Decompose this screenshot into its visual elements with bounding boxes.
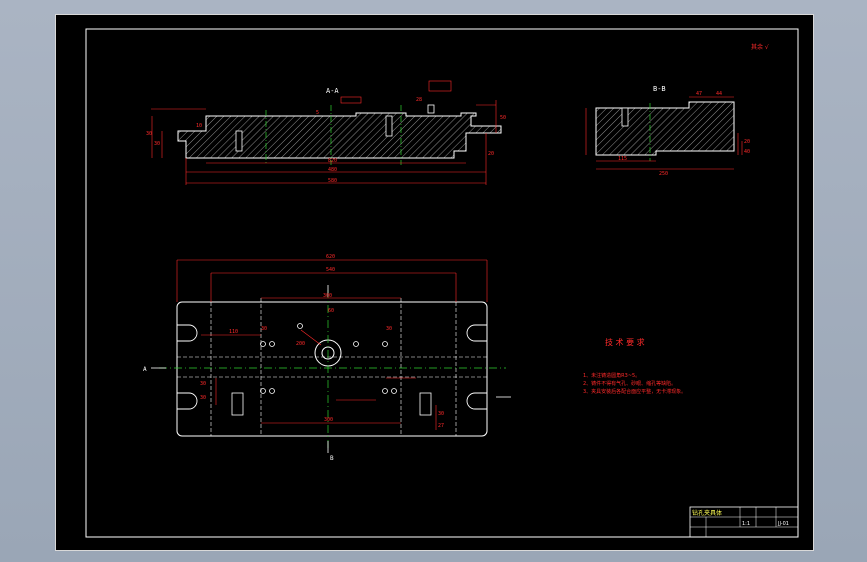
side-section-body — [595, 101, 735, 156]
tech-item-2: 2、铸件不得有气孔、砂眼、缩孔等缺陷。 — [583, 380, 676, 387]
dim-side-bottom-1: 115 — [618, 156, 627, 162]
tech-title: 技 术 要 求 — [605, 337, 645, 347]
side-slot — [621, 107, 629, 127]
dim-side-bottom-2: 250 — [659, 171, 668, 177]
dim-side-right-2: 40 — [744, 149, 750, 155]
drawing-frame — [85, 28, 799, 538]
tech-item-1: 1、未注铸造圆角R3~5。 — [583, 372, 640, 379]
title-block-name: 钻孔夹具体 — [692, 509, 722, 517]
dim-plan-side-3: 30 — [438, 411, 444, 417]
bolt-slot-right — [385, 115, 393, 137]
u-slot-top-right — [466, 324, 487, 342]
dim-plan-side-2: 30 — [200, 395, 206, 401]
roughness-note: 其余 √ — [751, 43, 769, 51]
dim-plan-inner-4: 30 — [386, 326, 392, 332]
front-section-body — [177, 112, 502, 159]
u-slot-top-left — [177, 324, 198, 342]
dim-front-bottom-3: 580 — [328, 178, 337, 184]
dim-plan-inner-6: 300 — [324, 417, 333, 423]
title-block-code: JJ-01 — [777, 521, 789, 527]
section-a-label: A-A — [326, 87, 339, 95]
dim-side-top-2: 44 — [716, 91, 722, 97]
tech-item-3: 3、夹具安装后各配合面应平整，无卡滞现象。 — [583, 388, 686, 395]
dim-front-bottom-1: 820 — [328, 158, 337, 164]
dim-plan-top-2: 540 — [326, 267, 335, 273]
title-block: 钻孔夹具体 1:1 JJ-01 — [689, 506, 799, 538]
u-slot-bottom-right — [466, 392, 487, 410]
dim-front-bottom-2: 480 — [328, 167, 337, 173]
dim-plan-inner-1: 60 — [328, 308, 334, 314]
dim-side-right-1: 20 — [744, 139, 750, 145]
plan-view: A B 620 540 300 — [143, 254, 511, 462]
dim-plan-top-3: 300 — [323, 293, 332, 299]
pin-boss — [427, 104, 435, 114]
technical-requirements: 技 术 要 求 1、未注铸造圆角R3~5。 2、铸件不得有气孔、砂眼、缩孔等缺陷… — [583, 337, 686, 395]
dim-side-top-1: 47 — [696, 91, 702, 97]
section-b-view: B-B 47 44 115 250 20 40 — [585, 85, 750, 177]
dim-front-top-2: 5 — [316, 110, 319, 116]
cad-drawing: A-A 10 — [85, 28, 799, 538]
dim-plan-side-1: 30 — [200, 381, 206, 387]
section-b-label: B-B — [653, 85, 666, 93]
dim-front-top-1: 10 — [196, 123, 202, 129]
title-block-scale: 1:1 — [742, 521, 750, 527]
dim-plan-side-4: 27 — [438, 423, 444, 429]
dim-front-side-1: 30 — [146, 131, 152, 137]
dim-front-top-3: 28 — [416, 97, 422, 103]
section-a-view: A-A 10 — [146, 80, 506, 185]
dim-plan-inner-3: 30 — [261, 326, 267, 332]
u-slot-bottom-left — [177, 392, 198, 410]
dim-front-side-3: 20 — [488, 151, 494, 157]
plan-cut-label-a: A — [143, 366, 147, 373]
drawing-sheet: A-A 10 — [55, 14, 814, 551]
dim-front-side-2: 30 — [154, 141, 160, 147]
plan-outline — [176, 301, 488, 437]
dim-plan-inner-5: 200 — [296, 341, 305, 347]
dim-plan-top-1: 620 — [326, 254, 335, 260]
dim-plan-inner-2: 110 — [229, 329, 238, 335]
dim-front-top-4: 50 — [500, 115, 506, 121]
plan-cut-label-b: B — [330, 455, 334, 462]
bolt-slot-left — [235, 130, 243, 152]
